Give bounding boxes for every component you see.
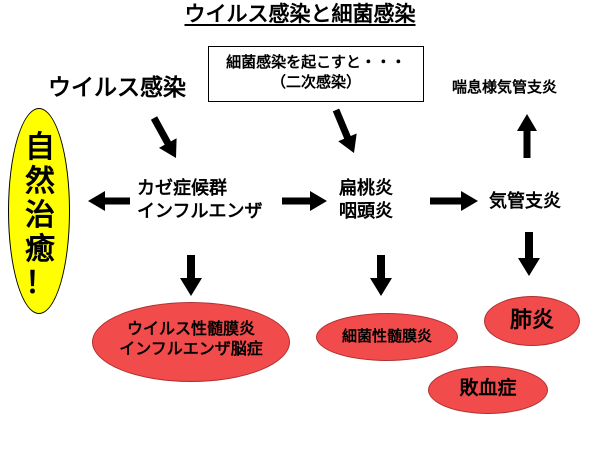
secondary-infection-box: 細菌感染を起こすと・・・ （二次感染）: [208, 46, 424, 102]
bronchitis-label: 気管支炎: [489, 191, 561, 212]
pharyngitis-text: 咽頭炎: [339, 200, 393, 222]
secondary-infection-line2: （二次感染）: [270, 73, 361, 92]
arrow-bronchitis-to-asthma: [517, 114, 537, 158]
influenza-text: インフルエンザ: [137, 200, 263, 222]
natural-healing-char-3: 治: [25, 198, 55, 233]
natural-healing-char-5: ！: [25, 266, 55, 301]
arrow-cold-to-natural: [88, 191, 130, 211]
arrow-tonsil-to-bacterial-meningitis: [370, 255, 392, 296]
arrow-cold-to-tonsil: [282, 191, 327, 211]
arrow-viral-to-cold: [150, 116, 177, 158]
pneumonia-label: 肺炎: [509, 308, 554, 333]
natural-healing-ellipse: 自 然 治 癒 ！: [8, 108, 70, 314]
bacterial-meningitis-ellipse: [316, 313, 458, 361]
arrow-cold-to-viral-meningitis: [180, 255, 202, 296]
natural-healing-char-1: 自: [25, 130, 55, 165]
viral-meningitis-label: ウイルス性髄膜炎 インフルエンザ脳症: [92, 319, 290, 359]
arrow-bronchitis-to-pneumonia: [518, 232, 540, 276]
page-title: ウイルス感染と細菌感染: [184, 2, 416, 26]
tonsillitis-label: 扁桃炎 咽頭炎: [339, 178, 393, 223]
secondary-infection-line1: 細菌感染を起こすと・・・: [226, 53, 406, 71]
arrow-secondary-to-tonsil: [332, 108, 357, 153]
asthmatic-bronchitis-label: 喘息様気管支炎: [452, 78, 558, 96]
natural-healing-char-4: 癒: [25, 232, 55, 267]
influenza-encephalopathy-text: インフルエンザ脳症: [119, 339, 263, 358]
viral-meningitis-ellipse: [92, 302, 290, 382]
arrow-tonsil-to-bronchitis: [430, 191, 478, 211]
pneumonia-ellipse: [484, 296, 580, 346]
sepsis-ellipse: [428, 366, 548, 414]
tonsillitis-text: 扁桃炎: [339, 178, 393, 199]
sepsis-label: 敗血症: [459, 377, 517, 399]
natural-healing-char-2: 然: [25, 164, 55, 199]
viral-meningitis-text: ウイルス性髄膜炎: [126, 319, 255, 338]
cold-flu-label: カゼ症候群 インフルエンザ: [137, 178, 262, 223]
cold-syndrome-text: カゼ症候群: [137, 178, 227, 199]
viral-infection-label: ウイルス感染: [48, 75, 186, 101]
bacterial-meningitis-label: 細菌性髄膜炎: [341, 327, 432, 345]
